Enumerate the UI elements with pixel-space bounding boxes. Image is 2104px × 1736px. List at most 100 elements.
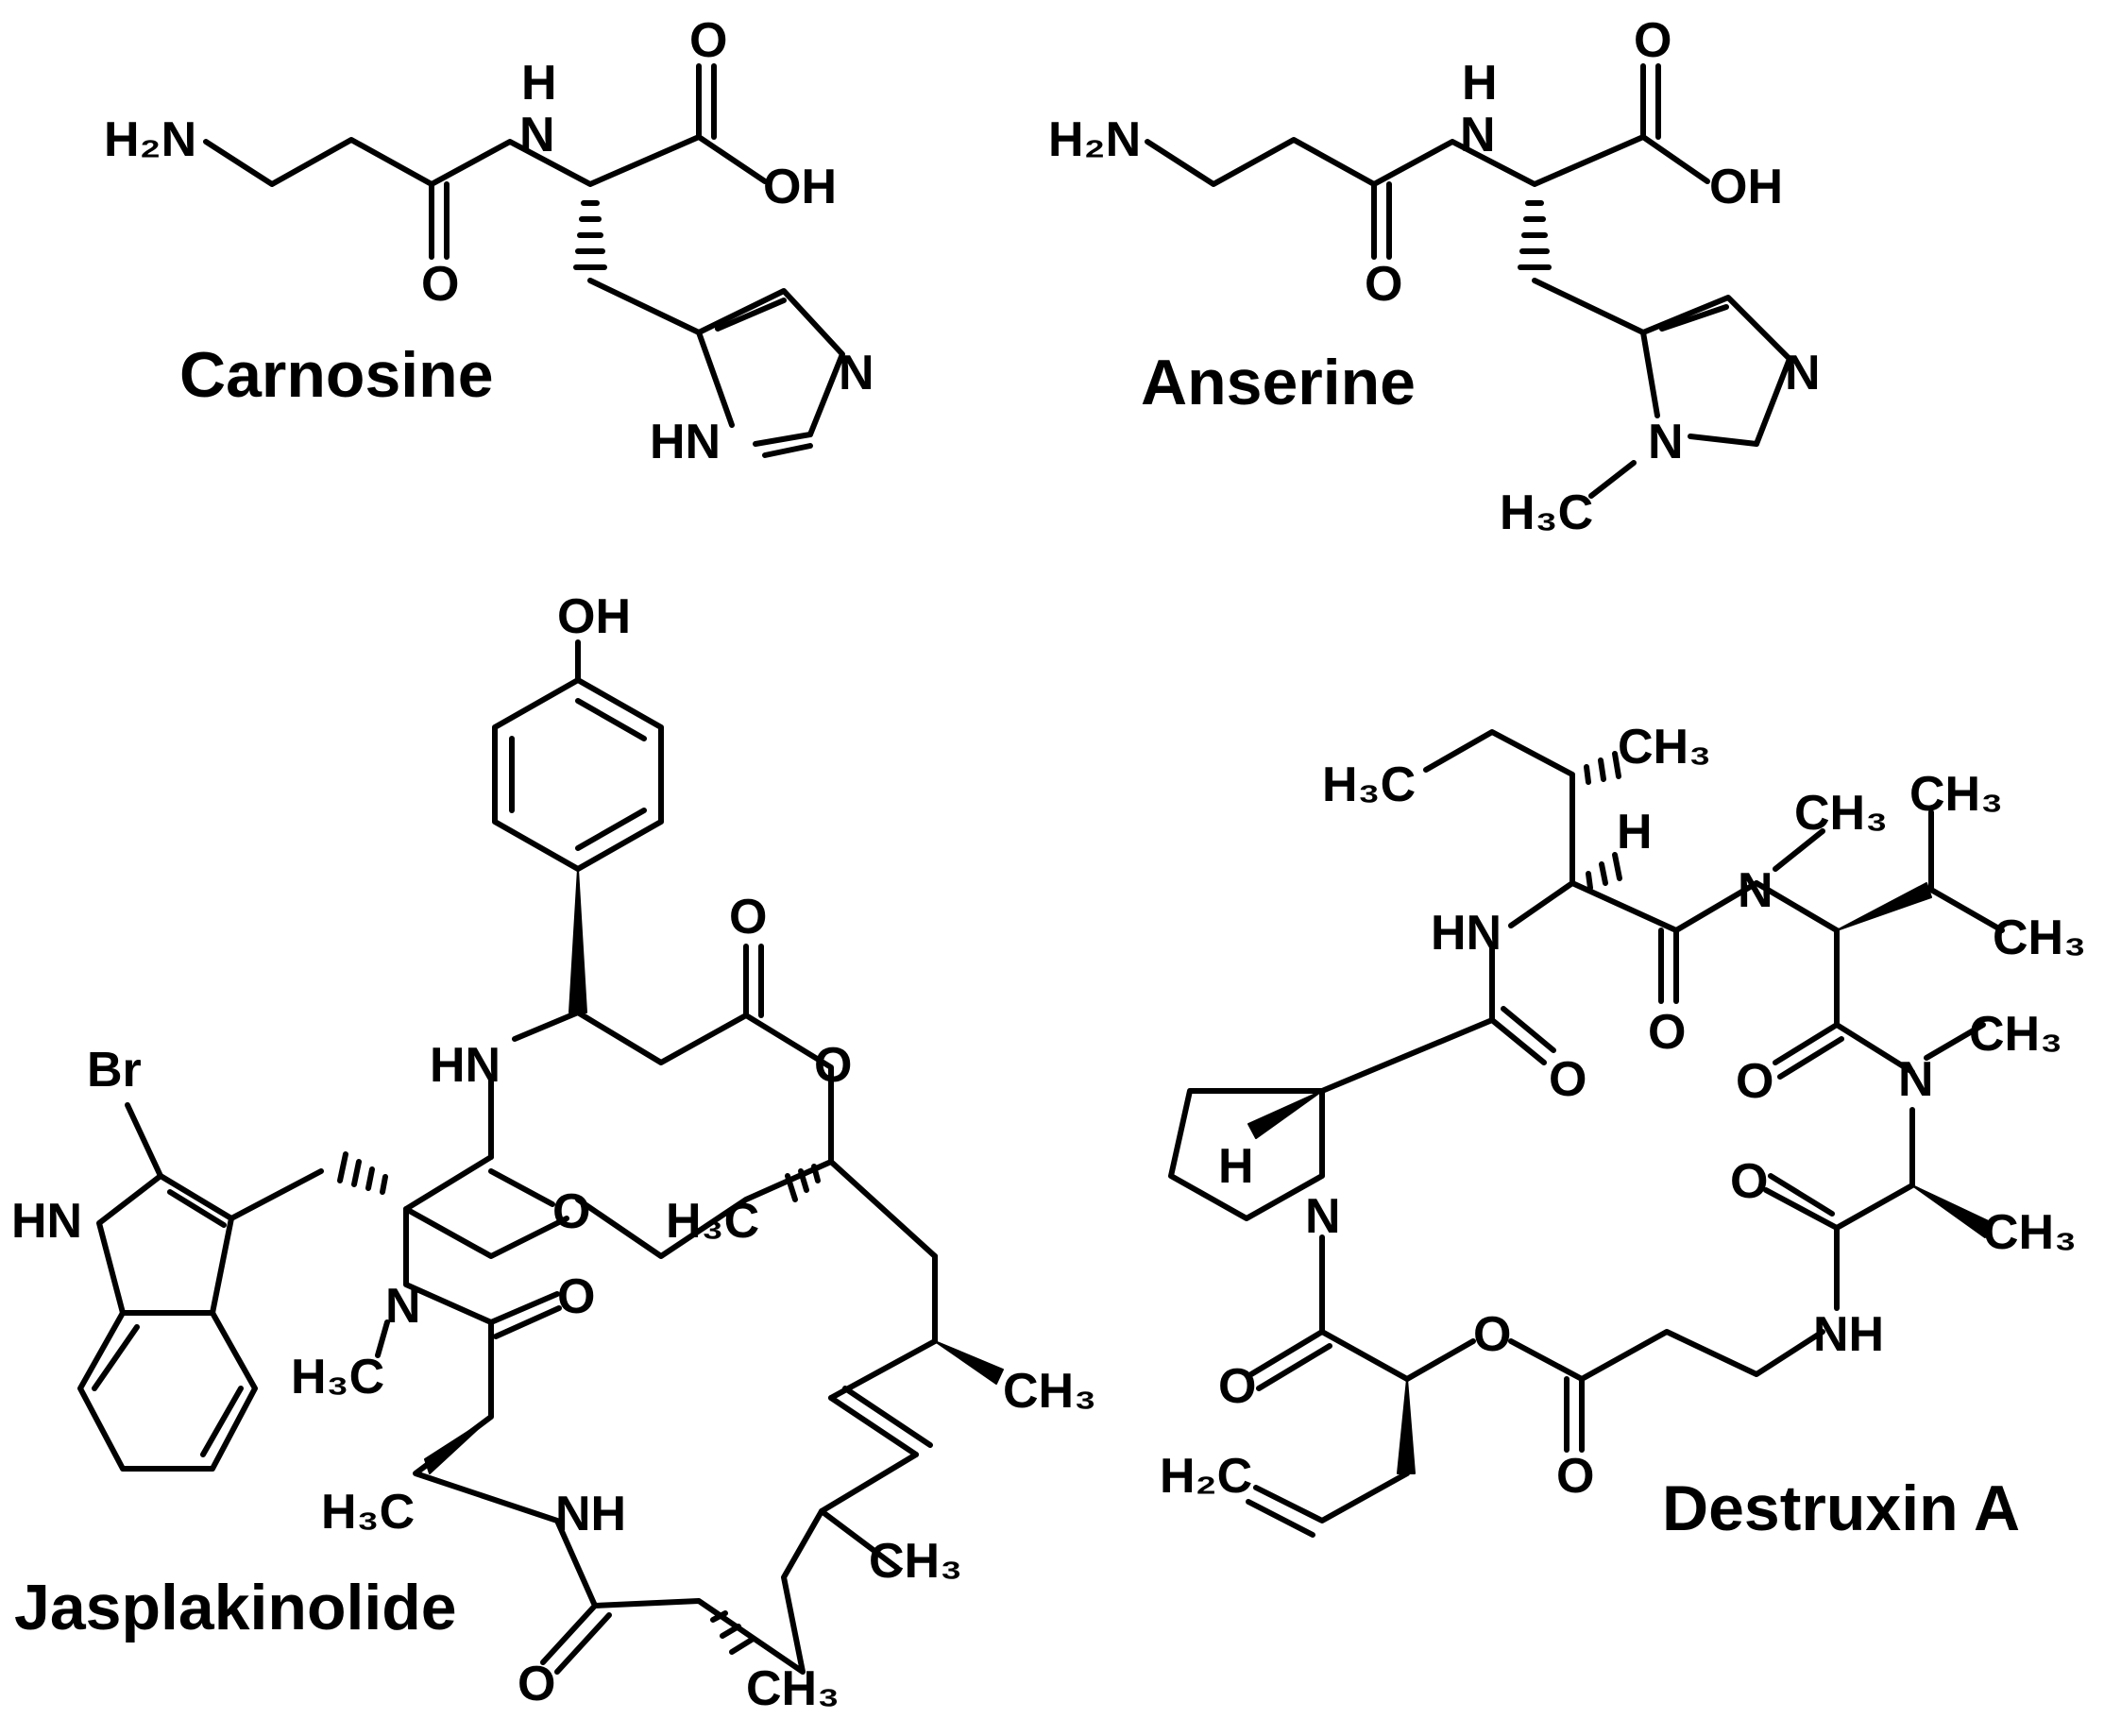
jasplakinolide-ch3-bottom-label: CH₃	[746, 1661, 840, 1716]
jasplakinolide-br-label: Br	[87, 1043, 142, 1098]
jasplakinolide-amide-3-double	[554, 1612, 612, 1675]
destruxin-hn-ile-label: HN	[1431, 906, 1502, 961]
carnosine-hash-bond	[573, 200, 607, 270]
jasplakinolide-oh-label: OH	[557, 589, 631, 644]
carnosine-acid-oh-bond	[696, 134, 768, 184]
destruxin-n1-methyl	[1773, 828, 1825, 872]
anserine-backbone-bonds	[1145, 134, 1646, 187]
carnosine-ring-double	[715, 298, 787, 332]
carnosine-backbone-bonds	[203, 134, 702, 187]
destruxin-wedge-pro	[1247, 1090, 1323, 1139]
destruxin-o1-label: O	[1648, 1005, 1686, 1060]
destruxin-n1-bond	[1754, 880, 1840, 933]
jasplakinolide-hash-1	[337, 1151, 388, 1195]
destruxin-n2-bond	[1834, 1022, 1915, 1075]
destruxin-n1-label: N	[1738, 863, 1773, 918]
jasplakinolide-ch2-bond	[229, 1168, 324, 1221]
destruxin-co5	[1248, 1329, 1325, 1377]
anserine-acid-o-label: O	[1634, 13, 1671, 68]
destruxin-o4-label: O	[1218, 1359, 1256, 1414]
destruxin-ch3-val2-label: CH₃	[1993, 911, 2086, 965]
jasplakinolide-n-methyl-label: N	[385, 1279, 421, 1334]
destruxin-val-right	[1928, 887, 2005, 933]
jasplakinolide-amide-o3-label: O	[518, 1657, 555, 1711]
anserine-ring-bond-2	[1640, 330, 1660, 418]
jasplakinolide-alkene-methyl	[819, 1508, 900, 1571]
anserine-ring-n-label: N	[1785, 346, 1821, 400]
destruxin-ch3-n1-label: CH₃	[1794, 786, 1888, 841]
anserine-nh2-label: H₂N	[1048, 112, 1141, 167]
jasplakinolide-hash-bottom	[710, 1610, 755, 1655]
destruxin-structure: CH₃ H₃C CH₃ CH₃ H N HN CH₃ O CH₃ O N H N…	[1160, 720, 2086, 1544]
anserine-structure: H₂N H N O O OH N N H₃C Anserine	[1048, 13, 1821, 540]
jasplakinolide-nh-ala-label: NH	[555, 1487, 626, 1541]
destruxin-o5-label: O	[1556, 1449, 1594, 1504]
destruxin-co6-double	[1501, 1006, 1556, 1053]
jasplakinolide-phenol-double-1	[575, 698, 647, 741]
destruxin-nh-bala-label: NH	[1813, 1307, 1884, 1362]
destruxin-co2	[1773, 1022, 1840, 1065]
jasplakinolide-indole-5ring	[96, 1173, 234, 1316]
destruxin-ch3-val1-label: CH₃	[1909, 767, 2003, 822]
jasplakinolide-ring-o-label: O	[814, 1038, 852, 1093]
destruxin-wedge-val	[1836, 882, 1932, 931]
jasplakinolide-indole-6ring	[77, 1310, 258, 1472]
jasplakinolide-chain-up-3	[828, 1159, 938, 1259]
destruxin-ch3-top-label: CH₃	[1618, 720, 1711, 774]
anserine-h3c-label: H₃C	[1500, 485, 1593, 540]
jasplakinolide-amide-2	[488, 1291, 560, 1325]
carnosine-ring-bond-2	[696, 330, 735, 428]
jasplakinolide-n-methyl-bond	[375, 1319, 390, 1358]
destruxin-lactone-bond	[1508, 1338, 1585, 1382]
destruxin-allyl-chain	[1253, 1471, 1410, 1523]
jasplakinolide-hn-indole-label: HN	[11, 1194, 82, 1249]
carnosine-acid-o-label: O	[689, 13, 727, 68]
anserine-acid-oh-bond	[1640, 134, 1710, 184]
jasplakinolide-indole-double	[167, 1189, 227, 1228]
destruxin-o-ala-label: O	[1730, 1154, 1768, 1209]
jasplakinolide-phenol-double-3	[575, 808, 647, 851]
destruxin-ala-co	[1834, 1183, 1915, 1231]
jasplakinolide-hn-top-label: HN	[430, 1038, 501, 1093]
destruxin-o2-label: O	[1736, 1054, 1773, 1109]
jasplakinolide-hash-ester	[785, 1164, 821, 1202]
destruxin-h-pro-label: H	[1218, 1139, 1254, 1194]
anserine-nh-h-label: H	[1462, 56, 1498, 111]
destruxin-hash-top	[1584, 751, 1621, 785]
destruxin-h2c-label: H₂C	[1160, 1449, 1252, 1504]
anserine-n-methyl-bond	[1588, 460, 1637, 499]
jasplakinolide-alkene-double	[842, 1386, 933, 1448]
jasplakinolide-wedge-3	[934, 1340, 1004, 1385]
carnosine-structure: H₂N H N O O OH N HN Carnosine	[104, 13, 874, 469]
jasplakinolide-ch3-alkene-label: CH₃	[869, 1534, 962, 1589]
carnosine-nh2-label: H₂N	[104, 112, 196, 167]
destruxin-pro-amide	[1319, 1017, 1495, 1094]
destruxin-co3-double	[1768, 1173, 1835, 1217]
anserine-name: Anserine	[1141, 347, 1416, 418]
carnosine-oh-label: OH	[763, 160, 837, 214]
carnosine-nh-n-label: N	[519, 108, 555, 162]
destruxin-bala-chain	[1579, 1329, 1825, 1382]
jasplakinolide-h3c-ester-label: H₃C	[666, 1194, 759, 1249]
destruxin-lactone-bond-2	[1404, 1338, 1476, 1382]
destruxin-ch3-n2-label: CH₃	[1969, 1007, 2062, 1062]
jasplakinolide-h3c-ala-label: H₃C	[321, 1485, 415, 1540]
jasplakinolide-indole-double-3	[200, 1386, 244, 1457]
destruxin-hn-bond	[1508, 880, 1575, 928]
carnosine-ring-bond-3	[753, 432, 813, 447]
jasplakinolide-alkene-bond	[828, 1395, 919, 1457]
jasplakinolide-phenol-ring	[492, 677, 664, 872]
destruxin-wedge-ala	[1911, 1184, 1994, 1238]
destruxin-h-ile-label: H	[1617, 805, 1653, 859]
destruxin-co5-double	[1256, 1343, 1332, 1391]
destruxin-allyl-double	[1246, 1499, 1315, 1538]
anserine-amide-o-label: O	[1365, 257, 1402, 312]
destruxin-o3-label: O	[1549, 1052, 1586, 1107]
carnosine-ring-double-2	[762, 443, 813, 458]
jasplakinolide-amide-1-double	[488, 1168, 555, 1207]
carnosine-ring-n-label: N	[839, 346, 874, 400]
destruxin-ch3-ala-label: CH₃	[1983, 1205, 2077, 1260]
destruxin-wedge-allyl	[1397, 1378, 1416, 1474]
jasplakinolide-br-bond	[125, 1102, 163, 1179]
jasplakinolide-chain-up	[828, 1338, 938, 1401]
